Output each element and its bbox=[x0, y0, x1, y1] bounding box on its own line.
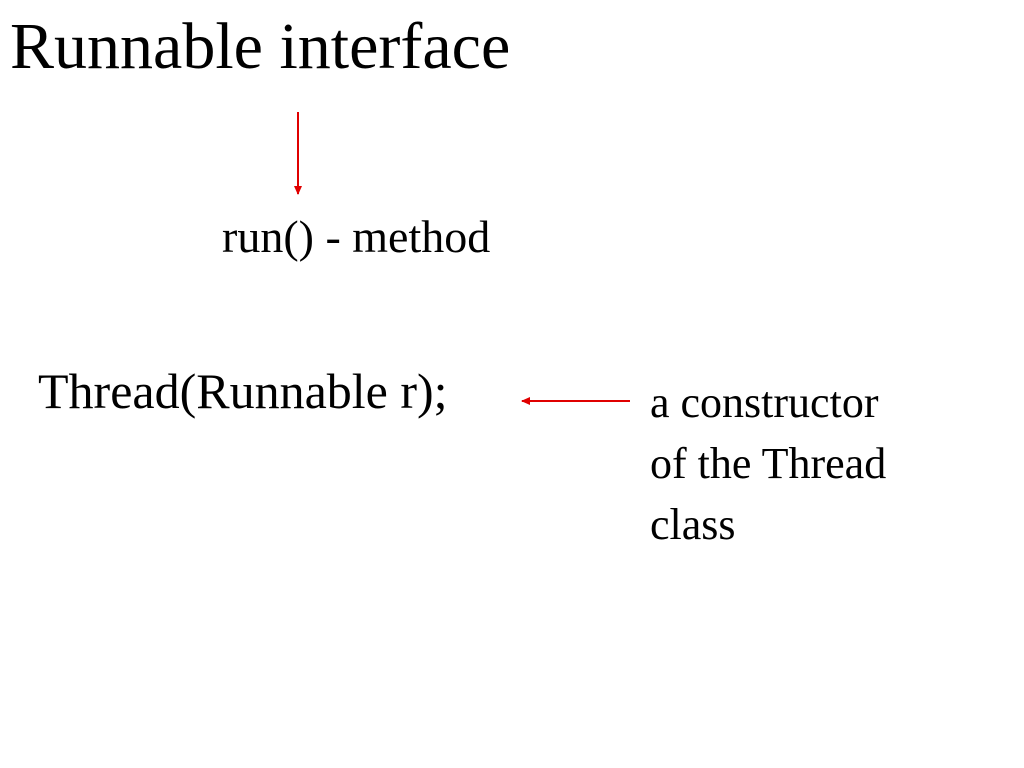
constructor-note-line: of the Thread bbox=[650, 439, 887, 488]
run-method-label: run() - method bbox=[222, 211, 491, 262]
thread-constructor-code: Thread(Runnable r); bbox=[38, 363, 448, 419]
constructor-note-line: class bbox=[650, 500, 736, 549]
constructor-note-line: a constructor bbox=[650, 378, 879, 427]
slide-title: Runnable interface bbox=[10, 10, 511, 83]
constructor-note: a constructor of the Thread class bbox=[650, 372, 886, 555]
